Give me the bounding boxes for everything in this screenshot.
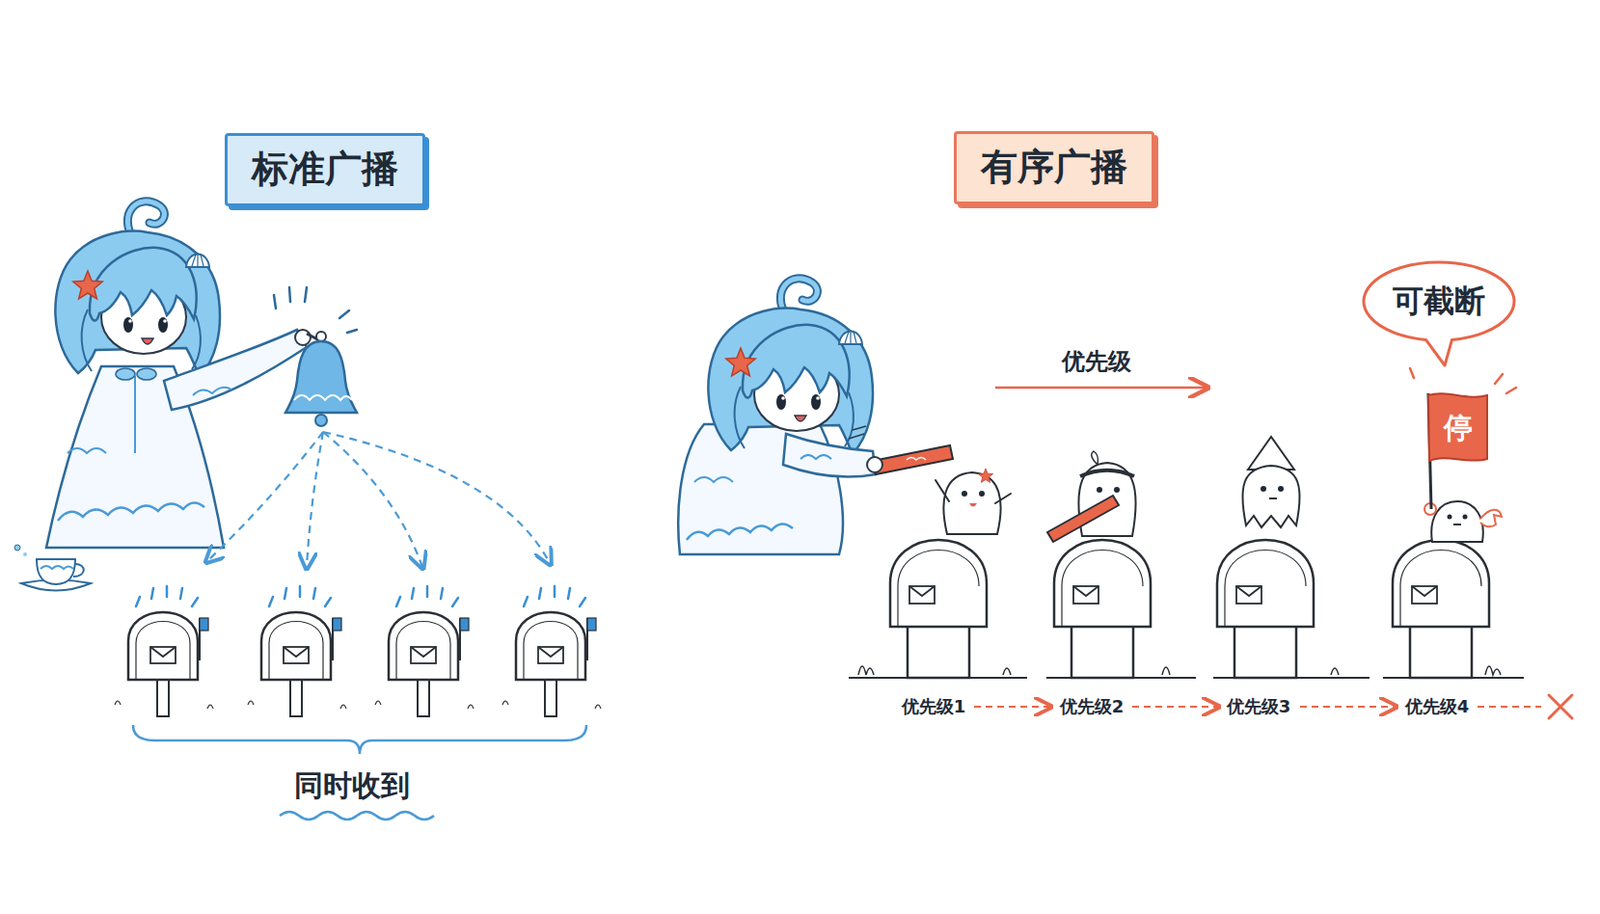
axis-label: 优先级 bbox=[1061, 349, 1132, 377]
creature bbox=[1091, 451, 1099, 465]
bell bbox=[294, 395, 353, 401]
girl-with-baton bbox=[783, 433, 876, 478]
broadcast-arrow bbox=[207, 432, 550, 568]
creature bbox=[1080, 470, 1135, 477]
teacup bbox=[36, 559, 76, 585]
girl-with-bell bbox=[54, 201, 220, 378]
girl-with-bell bbox=[57, 502, 205, 521]
bell bbox=[285, 341, 357, 413]
caption-note: 同时收到 bbox=[294, 769, 410, 804]
illustration bbox=[1054, 540, 1151, 678]
teacup bbox=[40, 566, 74, 570]
creature bbox=[1096, 487, 1103, 493]
creature bbox=[1269, 497, 1277, 500]
priority-arrow bbox=[995, 386, 1206, 390]
bell bbox=[273, 287, 357, 333]
stop-cross bbox=[1548, 695, 1573, 719]
broadcast-arrow bbox=[323, 432, 550, 564]
alert-marks bbox=[1410, 368, 1517, 394]
stop-flag bbox=[1428, 393, 1488, 510]
stop-flag bbox=[1428, 393, 1488, 462]
teacup bbox=[23, 552, 28, 557]
creature bbox=[1047, 495, 1119, 543]
creature bbox=[961, 490, 968, 497]
girl-with-bell bbox=[134, 376, 136, 454]
node-text: 有序广播 bbox=[980, 146, 1128, 190]
baton bbox=[906, 458, 926, 462]
priority-label: 优先级4 bbox=[1405, 697, 1470, 718]
creature bbox=[935, 468, 1011, 535]
illustration bbox=[1217, 540, 1314, 678]
crab bbox=[1431, 501, 1484, 543]
bell bbox=[316, 331, 326, 342]
node-text: 可截断 bbox=[1392, 283, 1486, 320]
priority-label: 优先级3 bbox=[1226, 697, 1292, 718]
creature bbox=[1260, 486, 1267, 492]
creature bbox=[1047, 451, 1137, 543]
crab bbox=[1463, 515, 1468, 520]
girl-with-baton bbox=[677, 278, 876, 555]
baton bbox=[872, 445, 953, 475]
creature bbox=[1277, 486, 1284, 492]
flag-text: 停 bbox=[1443, 411, 1473, 446]
girl-with-baton bbox=[686, 523, 793, 541]
illustration bbox=[1392, 540, 1490, 678]
broadcast-arrow bbox=[207, 432, 324, 562]
girl-with-baton bbox=[848, 426, 867, 439]
illustration bbox=[375, 586, 474, 717]
broadcast-arrow bbox=[306, 432, 324, 568]
baton bbox=[867, 445, 953, 475]
girl-with-bell bbox=[67, 448, 107, 454]
priority-label: 优先级2 bbox=[1059, 697, 1125, 718]
crab bbox=[1424, 501, 1502, 543]
creature bbox=[943, 472, 1001, 535]
priority-label: 优先级1 bbox=[901, 697, 967, 718]
creature bbox=[1247, 436, 1295, 470]
girl-with-bell bbox=[163, 329, 307, 410]
bell bbox=[315, 414, 327, 427]
chain-arrow bbox=[1132, 705, 1218, 708]
teacup bbox=[14, 544, 91, 592]
creature bbox=[978, 490, 985, 497]
bubble-outline bbox=[1363, 262, 1515, 366]
girl-with-bell bbox=[136, 368, 157, 380]
crab bbox=[1447, 515, 1453, 520]
crab bbox=[1453, 523, 1462, 526]
illustration bbox=[247, 586, 347, 717]
girl-with-bell bbox=[192, 387, 232, 396]
creature bbox=[1242, 465, 1300, 528]
title-box: 有序广播 bbox=[953, 131, 1155, 205]
girl-with-bell bbox=[115, 368, 136, 380]
wavy-underline bbox=[279, 812, 434, 820]
creature bbox=[1113, 487, 1120, 493]
broadcast-arrow bbox=[323, 432, 423, 568]
girl-with-baton bbox=[694, 477, 733, 483]
girl-with-baton bbox=[707, 278, 873, 455]
creature bbox=[969, 503, 977, 508]
baton bbox=[867, 457, 883, 473]
bell bbox=[273, 287, 357, 427]
brace bbox=[133, 725, 587, 755]
title-box: 标准广播 bbox=[224, 133, 426, 207]
node-text: 标准广播 bbox=[251, 148, 399, 191]
crab bbox=[1480, 510, 1502, 527]
creature bbox=[1242, 436, 1300, 528]
illustration bbox=[502, 586, 601, 717]
creature bbox=[977, 468, 993, 483]
illustration bbox=[114, 586, 214, 717]
chain-arrow bbox=[1300, 705, 1395, 708]
teacup bbox=[14, 544, 21, 551]
illustration bbox=[890, 540, 987, 678]
chain-arrow bbox=[1477, 705, 1542, 708]
girl-with-bell bbox=[295, 329, 311, 346]
speech-bubble: 可截断 bbox=[1361, 260, 1517, 343]
chain-arrow bbox=[974, 705, 1050, 708]
creature bbox=[935, 480, 1011, 504]
teacup bbox=[73, 564, 84, 577]
girl-with-baton bbox=[800, 455, 832, 460]
